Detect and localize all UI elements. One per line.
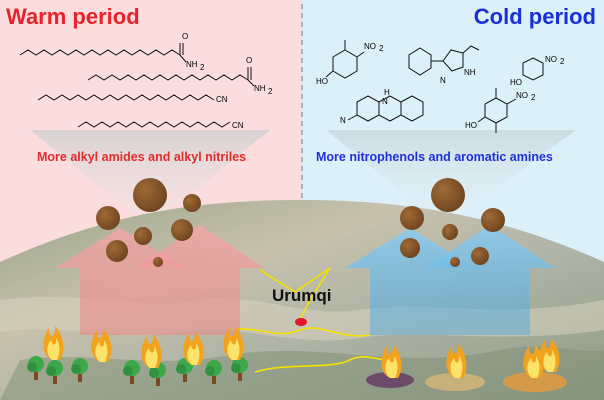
carboline-h-label: H [384,88,390,97]
n-methyl-bond [347,114,358,121]
pyrazole-ring [442,49,464,72]
carboline-nh-label: N [382,97,388,106]
nitro-bond [356,51,365,58]
nitro-label-1: NO [364,42,376,51]
boundary-south [254,356,396,373]
nitrile-chain-2 [77,121,231,128]
warm-funnel [30,130,270,215]
bonfire-icon [366,372,414,388]
amide-chain-1 [19,49,181,56]
cold-arrow-2 [425,225,555,335]
particle [431,178,465,212]
particle [481,208,505,232]
cold-particles [400,178,505,267]
amide-bond [247,79,255,87]
hydroxyl-label-1: HO [316,77,328,86]
carboline-ring-c [400,95,424,122]
particle [106,240,128,262]
hydroxyl-bond [325,70,334,78]
ethyl-chain [462,45,480,54]
warm-arrows [55,225,265,335]
particle [153,257,163,267]
city-label: Urumqi [272,286,332,305]
particle [96,206,120,230]
warm-period-title: Warm period [6,4,140,29]
nitro-label-3: NO [516,91,528,100]
bonfire-icon [503,372,567,392]
hydroxyl-label-3: HO [465,121,477,130]
cold-period-title: Cold period [473,4,596,29]
hydroxyl-label-2: HO [510,78,522,87]
nitrophenol-ring-2 [522,57,544,81]
warm-molecule-labels: O NH 2 O NH 2 CN CN [182,32,273,130]
urumqi-marker [295,318,307,326]
nitrile-label-1: CN [216,95,228,104]
cold-arrow-1 [345,228,475,335]
cold-period-caption: More nitrophenols and aromatic amines [316,150,553,164]
cold-funnel [326,130,576,215]
warm-period-caption: More alkyl amides and alkyl nitriles [37,150,247,164]
hydroxyl-bond [477,116,486,123]
nitrile-label-2: CN [232,121,244,130]
boundary-north [259,267,331,321]
pyrazole-nh-label: NH [464,68,476,77]
particle [400,238,420,258]
nitro-subscript-2: 2 [560,57,565,66]
nitrile-chain-1 [37,94,215,101]
amine-label-1: NH [186,60,198,69]
amine-label-2: NH [254,84,266,93]
bonfire-icon [425,373,485,391]
boundary-mid [229,327,371,337]
warm-arrow-1 [55,228,185,335]
oxygen-label-2: O [246,56,252,65]
amine-subscript-2: 2 [268,87,273,96]
particle [183,194,201,212]
particle [442,224,458,240]
amide-chain-2 [87,74,249,81]
particle [133,178,167,212]
nitro-bond [506,98,517,105]
particle [450,257,460,267]
pyrazole-n-label: N [440,76,446,85]
warm-arrow-2 [135,225,265,335]
nitro-subscript-3: 2 [531,93,536,102]
particle [171,219,193,241]
particle [134,227,152,245]
oxygen-label-1: O [182,32,188,41]
nitro-subscript-1: 2 [379,44,384,53]
cold-molecule-labels: NO 2 HO N NH NO 2 HO N H N NO 2 HO [316,42,565,130]
nitro-label-2: NO [545,55,557,64]
amine-subscript-1: 2 [200,63,205,72]
cold-molecules [325,40,544,133]
bonfire-group [366,338,567,392]
particle [471,247,489,265]
warm-molecules [19,43,255,128]
carboline-n-label: N [340,116,346,125]
amide-bond [179,54,187,63]
cold-arrows [345,225,555,335]
phenyl-ring [408,47,432,76]
warm-particles [96,178,201,267]
particle [400,206,424,230]
